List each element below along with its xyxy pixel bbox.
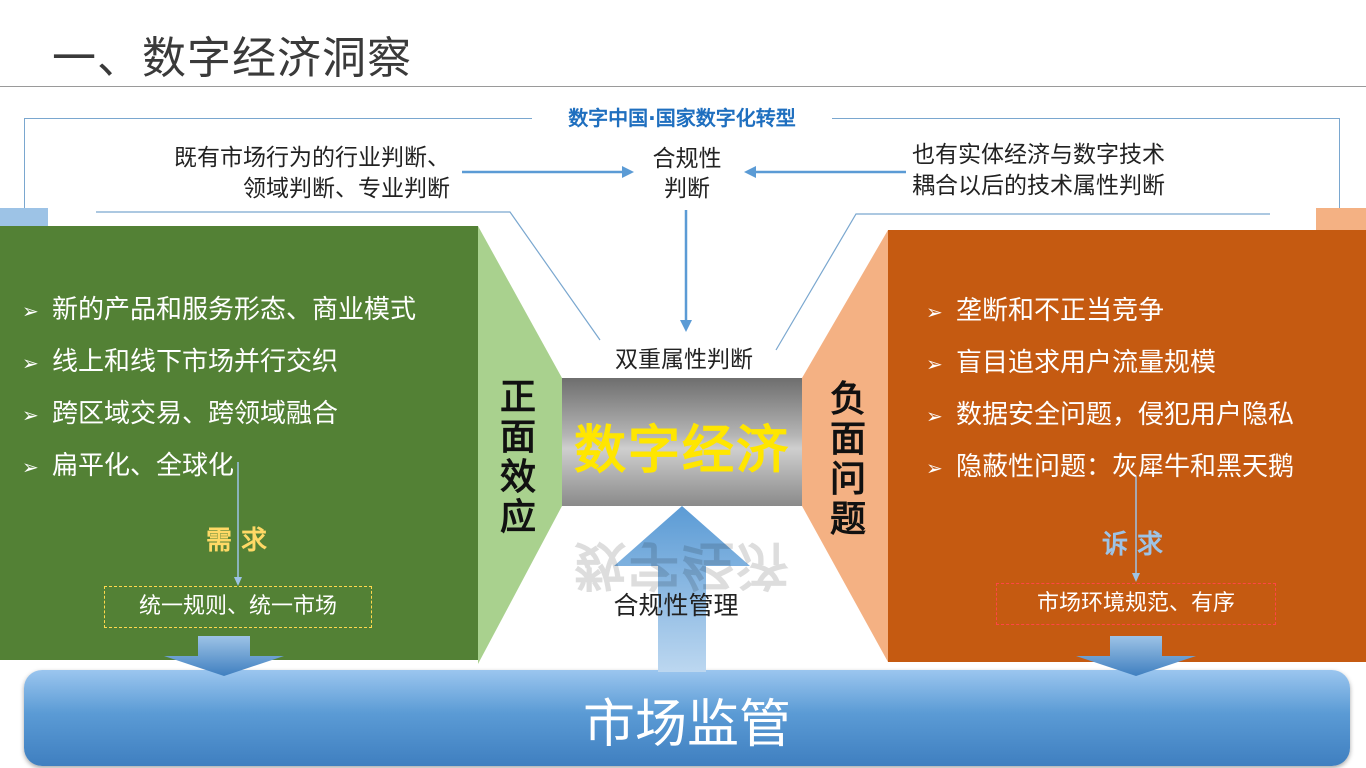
demand-label: 需 求 [206,526,268,556]
list-item: ➢扁平化、全球化 [22,440,416,492]
industry-judgment-line-1: 既有市场行为的行业判断、 [174,145,450,171]
right-funnel-line [775,213,1270,351]
arrow-right-to-center [744,166,756,178]
negative-issue-label: 负 面 问 题 [829,379,866,540]
positive-panel [0,226,478,660]
arrow-down-to-dual [680,320,692,332]
bullet-icon: ➢ [926,300,943,324]
compliance-judgment: 合规性 判断 [620,144,754,204]
arrow-left-to-center [622,166,634,178]
market-supervision-label: 市场监管 [582,695,791,755]
right-down-arrow [1076,636,1196,676]
demand-arrow [234,577,242,586]
digital-economy-box [562,378,802,506]
industry-judgment-line-2: 领域判断、专业判断 [243,176,450,202]
appeal-label: 诉 求 [1102,530,1164,560]
left-down-arrow [164,636,284,676]
compliance-judgment-line-1: 合规性 [652,146,722,172]
bullet-icon: ➢ [22,403,39,427]
positive-trapezoid [478,226,562,664]
technical-judgment-line-1: 也有实体经济与数字技术 [912,142,1165,168]
demand-box: 统一规则、统一市场 [104,586,372,628]
bullet-icon: ➢ [926,456,943,480]
bullet-icon: ➢ [926,404,943,428]
dual-attribute-label: 双重属性判断 [615,347,753,373]
bullet-icon: ➢ [926,352,943,376]
positive-effect-label: 正 面 效 应 [499,377,536,538]
negative-trapezoid [802,230,888,662]
list-item: ➢数据安全问题，侵犯用户隐私 [926,389,1294,441]
bullet-icon: ➢ [22,351,39,375]
list-item: ➢新的产品和服务形态、商业模式 [22,284,416,336]
industry-judgment-text: 既有市场行为的行业判断、 领域判断、专业判断 [80,143,450,205]
bullet-icon: ➢ [22,455,39,479]
title-divider [0,86,1366,87]
technical-judgment-line-2: 耦合以后的技术属性判断 [912,173,1165,199]
compliance-judgment-line-2: 判断 [664,176,710,202]
digital-economy-label: 数字经济 [573,421,790,481]
list-item: ➢垄断和不正当竞争 [926,285,1294,337]
positive-list: ➢新的产品和服务形态、商业模式 ➢线上和线下市场并行交织 ➢跨区域交易、跨领域融… [22,284,416,492]
page-title: 一、数字经济洞察 [52,33,412,84]
appeal-box: 市场环境规范、有序 [996,583,1276,625]
list-item: ➢线上和线下市场并行交织 [22,336,416,388]
compliance-up-arrow [614,506,750,672]
list-item: ➢隐蔽性问题：灰犀牛和黑天鹅 [926,441,1294,493]
compliance-management-label: 合规性管理 [613,591,739,620]
banner-title: 数字中国·国家数字化转型 [532,104,832,132]
appeal-arrow [1132,573,1140,582]
technical-judgment-text: 也有实体经济与数字技术 耦合以后的技术属性判断 [912,140,1272,202]
market-supervision-bar [24,670,1350,766]
negative-list: ➢垄断和不正当竞争 ➢盲目追求用户流量规模 ➢数据安全问题，侵犯用户隐私 ➢隐蔽… [926,285,1294,493]
left-funnel-line [96,211,601,341]
bullet-icon: ➢ [22,299,39,323]
negative-panel [888,230,1366,662]
left-stub [0,208,48,226]
right-stub [1316,208,1366,230]
list-item: ➢盲目追求用户流量规模 [926,337,1294,389]
list-item: ➢跨区域交易、跨领域融合 [22,388,416,440]
